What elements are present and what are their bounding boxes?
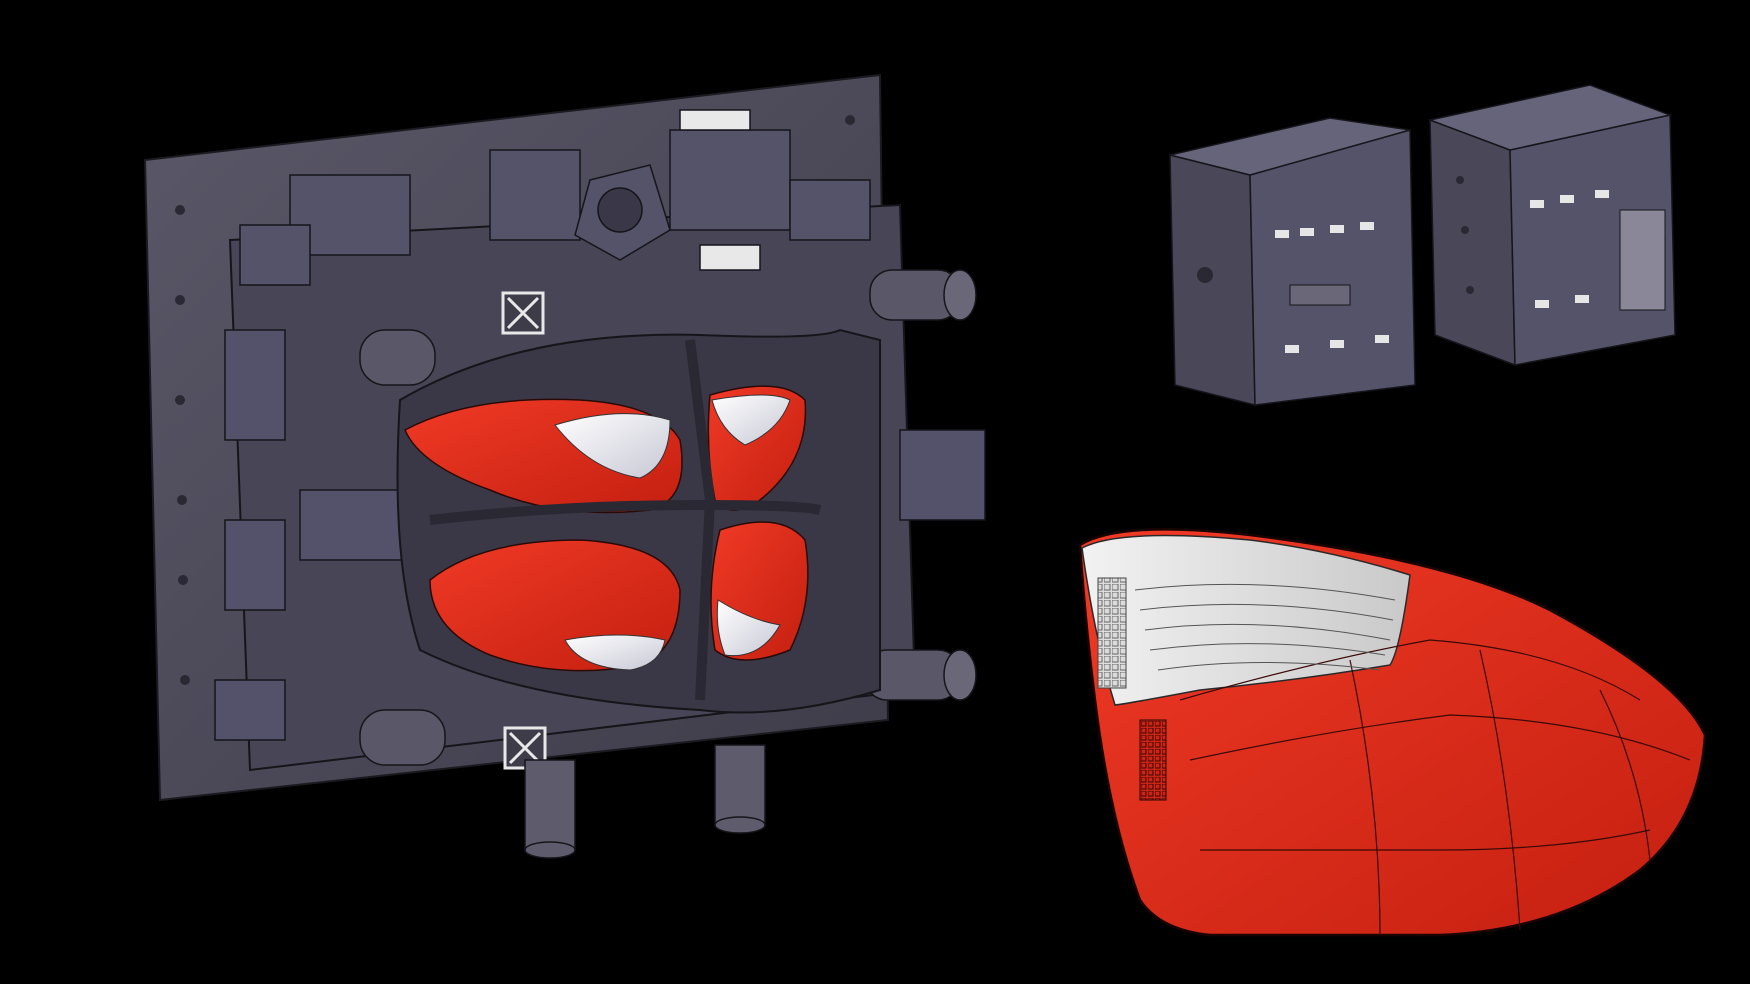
lens-white-upper-right: [711, 394, 791, 446]
mold-half-left: [1169, 117, 1416, 406]
reflector-grid: [1097, 577, 1127, 689]
lens-contours: [1179, 639, 1691, 936]
top-components: [239, 109, 871, 286]
red-reflector-grid: [1139, 719, 1167, 801]
lens-white-lower-left: [564, 634, 666, 671]
lens-white-upper-left: [554, 413, 671, 479]
tail-light-lens: [1078, 528, 1707, 937]
lens-ribs: [1134, 583, 1396, 671]
reverse-lamp-area: [1081, 534, 1411, 706]
lens-white-lower-right: [716, 599, 781, 657]
mold-halves: [1169, 84, 1676, 406]
bottom-tubes: [524, 744, 766, 859]
lens-cavities: [404, 385, 809, 672]
mold-half-right: [1427, 84, 1676, 367]
guide-pillars: [359, 269, 977, 766]
center-divider: [685, 339, 716, 701]
horizontal-divider: [429, 499, 822, 525]
mold-assembly: [143, 73, 986, 859]
